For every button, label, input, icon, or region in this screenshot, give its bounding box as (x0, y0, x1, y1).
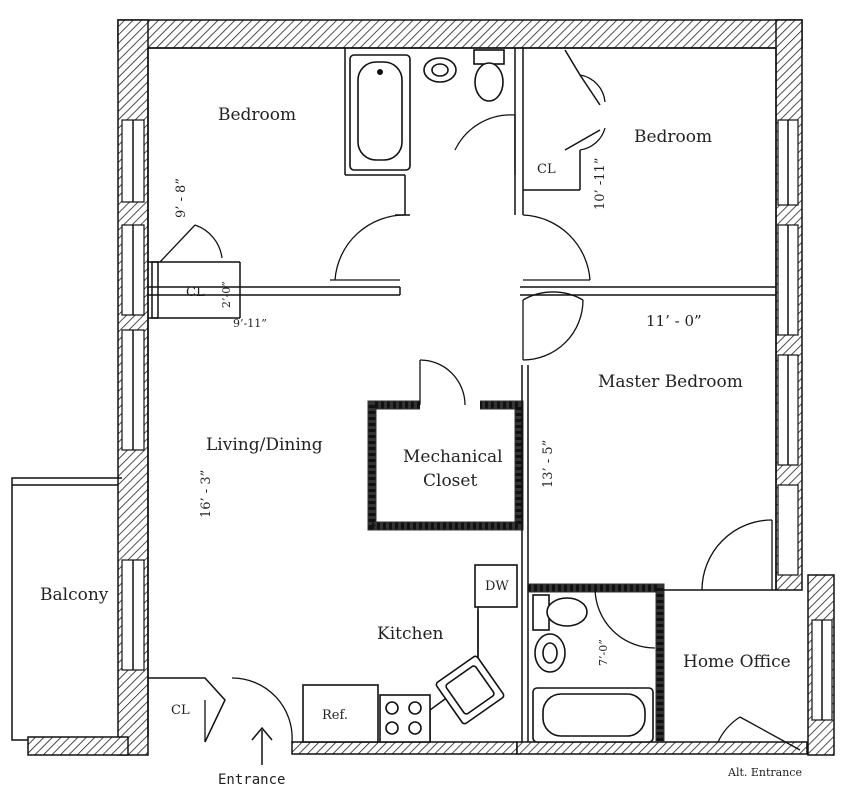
lower-bathroom (528, 583, 665, 743)
room-label-master-bedroom: Master Bedroom (598, 372, 743, 392)
closet-label-right: CL (537, 162, 556, 177)
top-bathroom (344, 48, 516, 216)
office-walls (660, 519, 801, 751)
appliance-label-dishwasher: DW (485, 579, 509, 594)
dimension-bedroom-right-height: 10’ -11” (593, 158, 608, 210)
right-closet (522, 48, 606, 215)
dimension-closet-width: 9’-11” (233, 317, 267, 330)
left-closet (148, 224, 241, 319)
room-label-bedroom-right: Bedroom (634, 127, 712, 147)
room-label-home-office: Home Office (683, 652, 791, 672)
windows (121, 119, 833, 721)
kitchen-sink-icon (435, 655, 505, 725)
room-label-kitchen: Kitchen (377, 624, 443, 644)
room-label-bedroom-left: Bedroom (218, 105, 296, 125)
bedroom-partitions (148, 214, 776, 361)
room-label-closet: Closet (423, 471, 477, 491)
appliance-label-refrigerator: Ref. (322, 708, 348, 723)
closet-label-entry: CL (171, 703, 190, 718)
room-label-mechanical: Mechanical (403, 447, 503, 467)
dimension-bedroom-left-height: 9’ - 8” (174, 178, 189, 218)
closet-label-left: CL (186, 285, 205, 300)
room-label-living-dining: Living/Dining (206, 435, 323, 455)
room-label-balcony: Balcony (40, 585, 109, 605)
alt-entrance-label: Alt. Entrance (727, 766, 802, 779)
dimension-living-height: 16’ - 3” (199, 470, 214, 518)
stove-burners-icon (385, 701, 422, 735)
entry-closet (148, 677, 293, 743)
mechanical-closet (367, 359, 529, 742)
entrance-label: Entrance (218, 772, 285, 788)
dimension-master-width: 11’ - 0” (646, 312, 702, 330)
kitchen-fixtures (302, 564, 518, 743)
balcony-outline (11, 477, 122, 741)
dimension-master-height: 13’ - 5” (541, 440, 556, 488)
dimension-closet-height: 2’-0” (220, 281, 233, 308)
dimension-bath-height: 7’-0” (597, 639, 610, 666)
entrance-arrow-icon (251, 726, 273, 765)
